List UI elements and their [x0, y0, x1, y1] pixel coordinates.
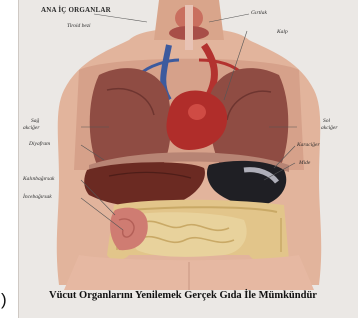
label-kalp: Kalp [277, 30, 288, 36]
diagram-title: ANA İÇ ORGANLAR [41, 6, 111, 14]
label-sag-akciger-2: akciğer [23, 126, 40, 132]
label-girtlak: Gırtlak [251, 11, 267, 17]
anatomy-figure: ANA İÇ ORGANLAR Tiroid bezi Gırtlak Kalp… [18, 0, 358, 318]
label-sag-akciger-1: Sağ [31, 119, 39, 125]
label-sol-akciger-1: Sol [323, 119, 330, 125]
label-karaciger: Karaciğer [297, 143, 320, 149]
label-ince-bagirsak: İncebağırsak [23, 195, 52, 201]
label-mide: Mide [299, 161, 310, 167]
label-tiroid: Tiroid bezi [67, 24, 90, 30]
left-parenthesis: ) [1, 290, 7, 310]
diagram-caption: Vücut Organlarını Yenilemek Gerçek Gıda … [49, 290, 317, 301]
label-kalin-bagirsak: Kalınbağırsak [23, 177, 54, 183]
torso-illustration [19, 0, 358, 318]
label-diyafram: Diyafram [29, 142, 50, 148]
label-sol-akciger-2: akciğer [321, 126, 338, 132]
